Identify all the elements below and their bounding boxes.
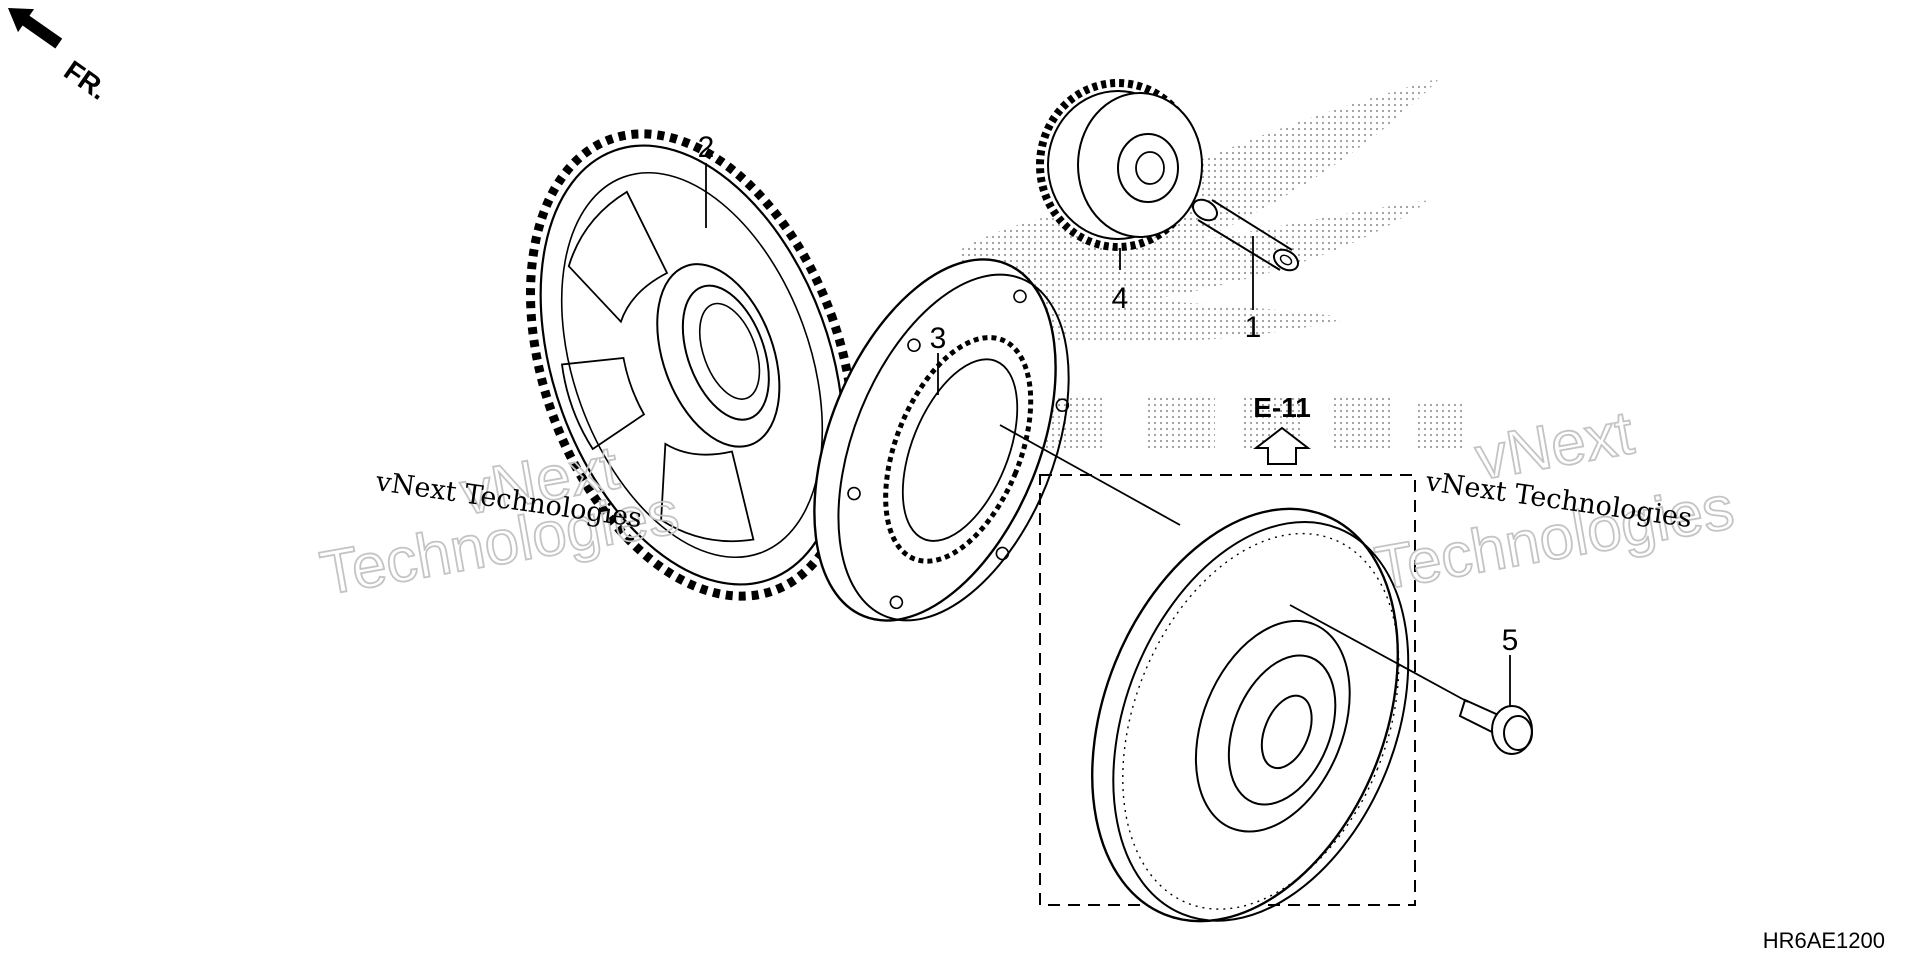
forward-arrow-icon (8, 8, 63, 49)
reference-label: E-11 (1253, 392, 1311, 423)
fr-label: FR. (59, 55, 114, 106)
callout-3: 3 (930, 322, 947, 355)
up-arrow-icon (1253, 426, 1311, 465)
flange-bolt (1458, 698, 1533, 755)
callout-4: 4 (1112, 282, 1129, 315)
idle-gear (1036, 79, 1203, 251)
callout-1: 1 (1245, 311, 1262, 344)
drawing-code: HR6AE1200 (1763, 928, 1885, 953)
driven-gear (526, 129, 858, 601)
callout-5: 5 (1502, 624, 1519, 657)
leader-lines (705, 163, 1511, 706)
one-way-clutch (813, 258, 1070, 622)
pin (1191, 198, 1300, 272)
flywheel-assembly (1039, 474, 1416, 923)
reference-boundary (1039, 474, 1416, 906)
direction-marker: FR. (8, 8, 114, 106)
callout-2: 2 (698, 131, 715, 164)
callouts: 1 2 3 4 5 E-11 (698, 131, 1519, 657)
